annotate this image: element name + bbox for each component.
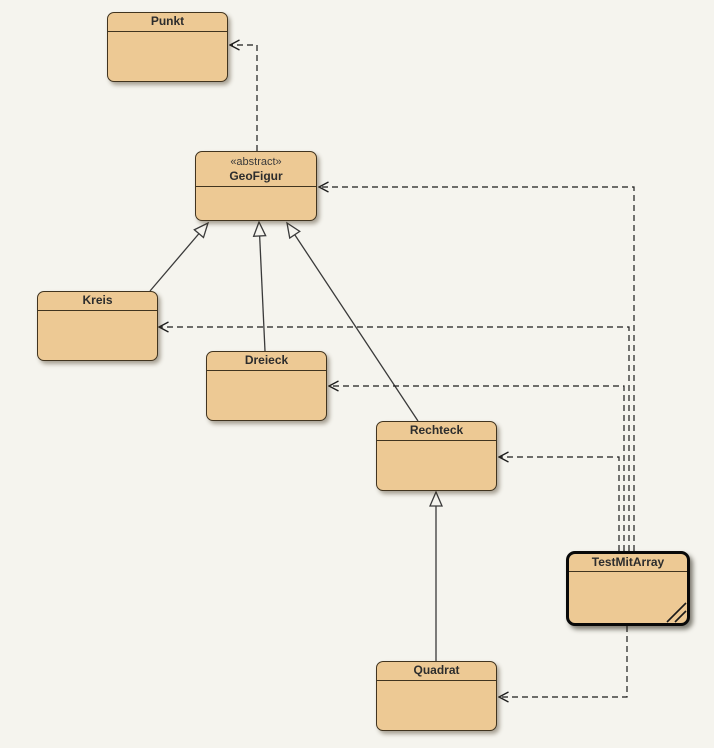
class-kreis-body	[38, 311, 157, 360]
class-name: Rechteck	[409, 423, 464, 437]
class-geofigur-title: «abstract» GeoFigur	[196, 152, 316, 187]
class-name: Punkt	[150, 14, 185, 28]
class-name: Kreis	[82, 293, 113, 307]
class-dreieck[interactable]: Dreieck	[206, 351, 327, 421]
class-rechteck-title: Rechteck	[377, 422, 496, 441]
class-testmitarray-title: TestMitArray	[569, 554, 687, 572]
inheritance-arrow-rechteck-geofigur[interactable]	[287, 223, 419, 422]
class-kreis-title: Kreis	[38, 292, 157, 311]
class-geofigur-body	[196, 187, 316, 220]
class-quadrat[interactable]: Quadrat	[376, 661, 497, 731]
inheritance-arrow-dreieck-geofigur[interactable]	[259, 222, 265, 352]
class-rechteck-body	[377, 441, 496, 490]
class-kreis[interactable]: Kreis	[37, 291, 158, 361]
dependency-arrow-testmitarray-dreieck[interactable]	[329, 386, 625, 551]
class-quadrat-body	[377, 681, 496, 730]
dependency-arrow-testmitarray-kreis[interactable]	[159, 327, 630, 551]
dependency-arrow-testmitarray-geofigur[interactable]	[319, 187, 635, 551]
class-punkt-body	[108, 32, 227, 81]
class-name: Dreieck	[244, 353, 289, 367]
dependency-arrow-geofigur-punkt[interactable]	[230, 45, 258, 151]
inheritance-arrow-kreis-geofigur[interactable]	[149, 223, 208, 292]
class-name: TestMitArray	[591, 555, 665, 569]
abstract-stereotype: «abstract»	[230, 156, 282, 168]
class-name: Quadrat	[413, 663, 460, 677]
class-testmitarray[interactable]: TestMitArray	[566, 551, 690, 626]
class-dreieck-body	[207, 371, 326, 420]
class-quadrat-title: Quadrat	[377, 662, 496, 681]
dependency-arrow-testmitarray-rechteck[interactable]	[499, 457, 620, 551]
class-punkt[interactable]: Punkt	[107, 12, 228, 82]
resize-corner-icon[interactable]	[663, 599, 687, 623]
class-geofigur[interactable]: «abstract» GeoFigur	[195, 151, 317, 221]
class-name: GeoFigur	[229, 169, 283, 183]
class-rechteck[interactable]: Rechteck	[376, 421, 497, 491]
class-punkt-title: Punkt	[108, 13, 227, 32]
dependency-arrow-testmitarray-quadrat[interactable]	[499, 626, 628, 697]
class-dreieck-title: Dreieck	[207, 352, 326, 371]
